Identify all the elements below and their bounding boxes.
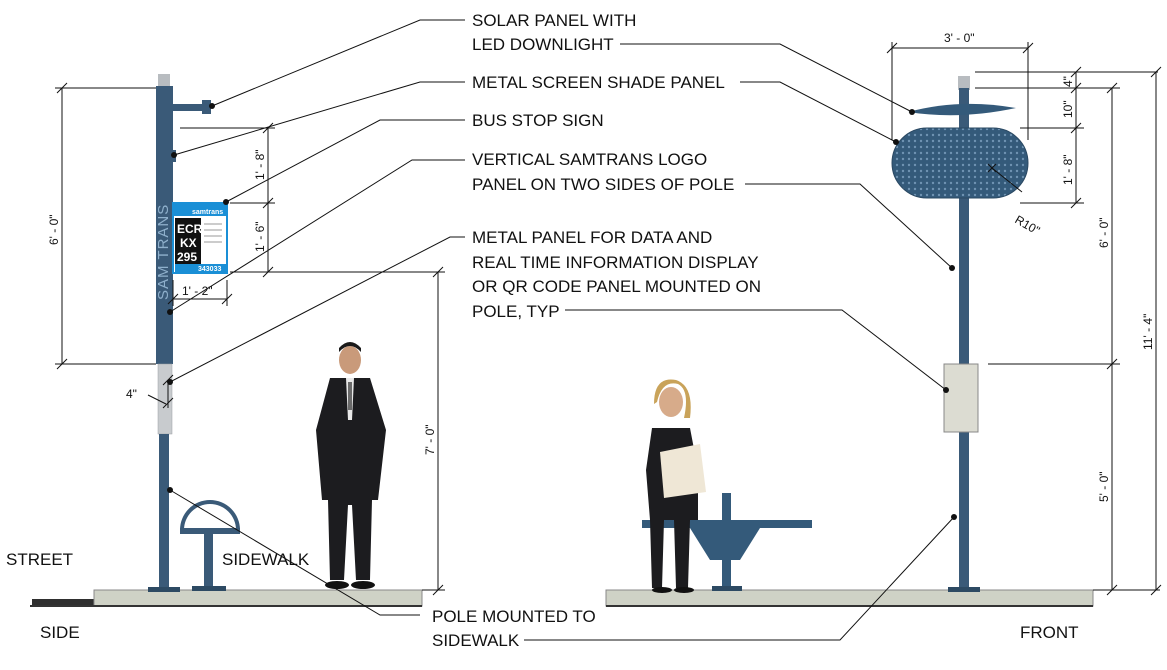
callout-bus-stop-sign: BUS STOP SIGN: [472, 111, 604, 130]
side-street-surface: [32, 599, 96, 605]
front-solar-panel: [908, 103, 1016, 116]
sign-route-line2: KX: [180, 236, 197, 250]
dim-side-clearance: 7' - 0": [423, 424, 437, 455]
callout-pole-line2: SIDEWALK: [432, 631, 520, 650]
sign-stop-id: 343033: [198, 266, 221, 273]
callout-data-line3: OR QR CODE PANEL MOUNTED ON: [472, 277, 761, 296]
sign-route-line3: 295: [177, 250, 197, 264]
front-shade-panel: [891, 127, 1029, 199]
side-dimensions: 6' - 0" 1' - 8" 1' - 6" 1' - 2" 4": [47, 82, 445, 596]
dim-side-gap: 4": [126, 387, 137, 401]
bus-stop-sign-panel: samtrans ECR KX 295 343033: [172, 202, 228, 274]
side-bench: [180, 500, 240, 591]
dim-front-total: 11' - 4": [1141, 314, 1155, 350]
dim-side-sign-height: 1' - 6": [253, 221, 267, 252]
label-side: SIDE: [40, 623, 80, 642]
side-pole-logo-section: [156, 86, 173, 364]
sign-route-line1: ECR: [177, 222, 203, 236]
callout-pole-line1: POLE MOUNTED TO: [432, 607, 596, 626]
side-light-arm: [170, 104, 210, 111]
front-leaders: [524, 43, 957, 641]
callout-solar-line1: SOLAR PANEL WITH: [472, 11, 636, 30]
dim-front-width: 3' - 0": [944, 31, 975, 45]
side-leaders: [167, 19, 465, 616]
label-front: FRONT: [1020, 623, 1079, 642]
dim-front-top: 4": [1061, 76, 1075, 87]
dim-front-radius: R10": [1013, 212, 1043, 237]
dim-front-shade-height: 1' - 8": [1061, 154, 1075, 185]
callout-data-line1: METAL PANEL FOR DATA AND: [472, 228, 712, 247]
side-elevation: SAM TRANS samtrans ECR KX 295 343033: [6, 19, 465, 642]
dim-front-lower: 5' - 0": [1097, 471, 1111, 502]
side-pole-lower: [159, 434, 169, 592]
label-sidewalk: SIDEWALK: [222, 550, 310, 569]
dim-side-sign-top: 1' - 8": [253, 149, 267, 180]
callout-text-group: SOLAR PANEL WITH LED DOWNLIGHT METAL SCR…: [432, 11, 761, 650]
front-pole-cap: [958, 76, 970, 90]
callout-logo-line2: PANEL ON TWO SIDES OF POLE: [472, 175, 734, 194]
side-pole-cap: [158, 74, 170, 88]
dim-side-sign-width: 1' - 2": [182, 284, 213, 298]
dim-front-upper: 6' - 0": [1097, 217, 1111, 248]
label-street: STREET: [6, 550, 73, 569]
seated-person-figure: [646, 379, 706, 593]
front-data-panel: [943, 363, 979, 433]
callout-data-line2: REAL TIME INFORMATION DISPLAY: [472, 253, 759, 272]
sign-brand: samtrans: [192, 209, 223, 216]
dim-side-logo-height: 6' - 0": [47, 214, 61, 245]
side-pole-silver-section: [157, 363, 173, 435]
side-light-head: [202, 100, 211, 114]
front-dimensions: 3' - 0" 4" 10" 1' - 8" R10" 6' - 0: [886, 31, 1162, 596]
callout-solar-line2: LED DOWNLIGHT: [472, 35, 614, 54]
front-elevation: 3' - 0" 4" 10" 1' - 8" R10" 6' - 0: [524, 31, 1162, 642]
side-sidewalk-slab: [93, 589, 423, 607]
side-pole-base: [148, 587, 180, 592]
standing-person-figure: [316, 342, 386, 589]
front-pole: [959, 88, 969, 592]
front-pole-base: [948, 587, 980, 592]
callout-logo-line1: VERTICAL SAMTRANS LOGO: [472, 150, 707, 169]
callout-screen-shade: METAL SCREEN SHADE PANEL: [472, 73, 725, 92]
dim-front-panel-gap: 10": [1061, 100, 1075, 118]
callout-data-line4: POLE, TYP: [472, 302, 560, 321]
side-pole-logo-text: SAM TRANS: [155, 204, 172, 300]
